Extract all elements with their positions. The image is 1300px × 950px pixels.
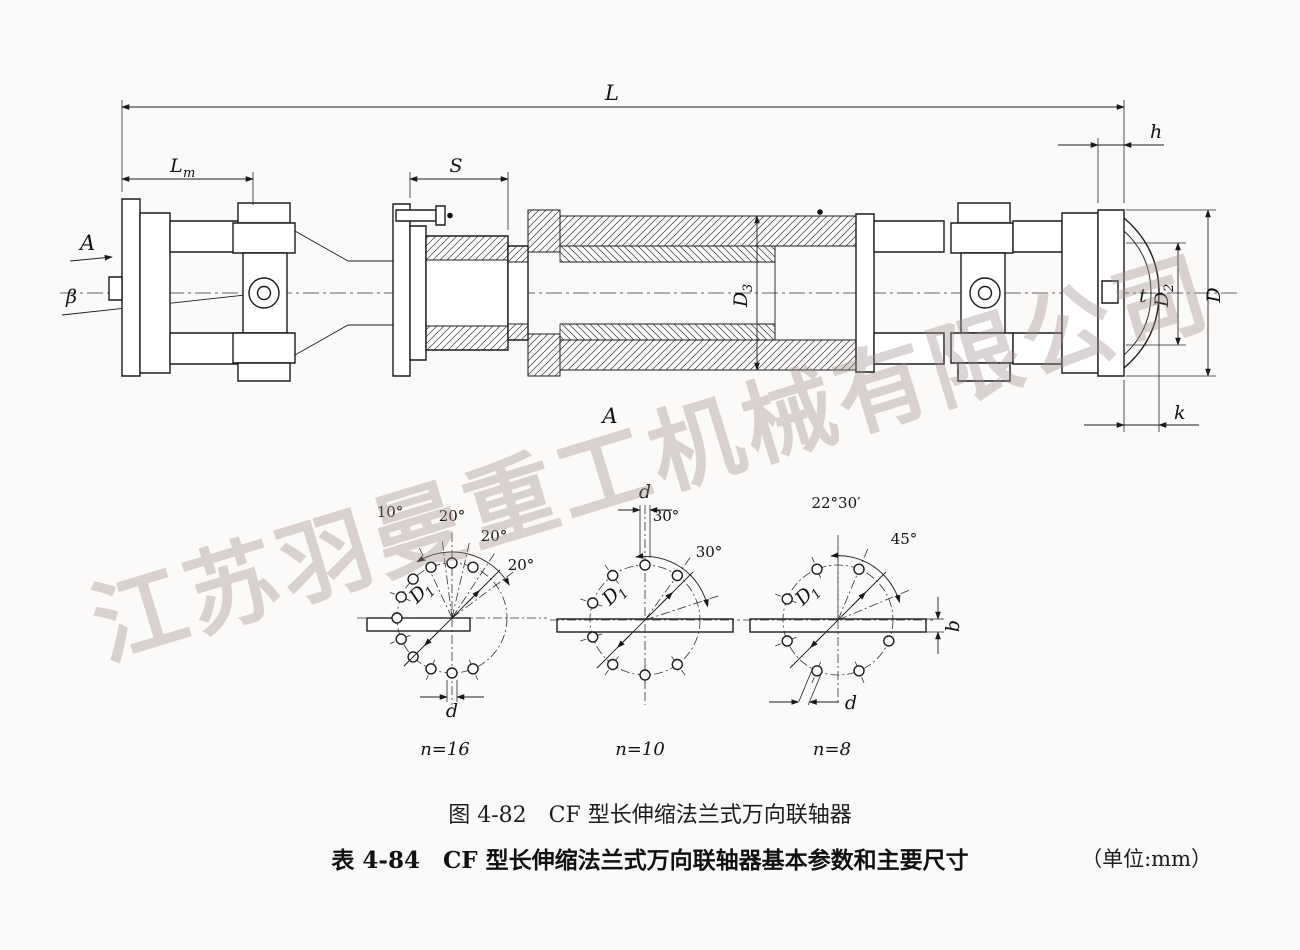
angle-label-beta: β xyxy=(65,286,77,308)
dim-label-D1: D 1 xyxy=(790,583,825,610)
svg-text:D: D xyxy=(1151,292,1173,308)
bolt-hole xyxy=(671,569,683,582)
bolt-hole xyxy=(446,667,458,679)
table-caption: 表 4-84 CF 型长伸缩法兰式万向联轴器基本参数和主要尺寸 xyxy=(331,847,969,874)
bolt-hole xyxy=(395,633,407,645)
hole-count-label: n=16 xyxy=(420,739,470,760)
svg-text:D: D xyxy=(730,292,752,308)
right-flange xyxy=(1012,209,1160,377)
shaft-transition xyxy=(294,230,393,356)
grease-fitting-dot xyxy=(817,209,823,215)
angle-label: 22°30′ xyxy=(811,494,861,512)
dimension-lines xyxy=(69,100,1216,432)
radial-fan-lines xyxy=(417,538,517,619)
bolt-hole xyxy=(781,635,793,647)
radial-fan-lines xyxy=(837,540,913,621)
right-yoke-tube-side xyxy=(855,213,945,373)
bolt-hole xyxy=(607,569,619,582)
bolt-hole xyxy=(467,663,479,675)
dim-label-d: d xyxy=(639,481,651,503)
section-label-A: A xyxy=(600,404,617,428)
bolt-hole xyxy=(639,559,651,571)
dim-D1-line xyxy=(789,571,887,669)
angle-label: 20° xyxy=(481,527,508,545)
dim-label-d: d xyxy=(845,692,857,714)
flange-edge-strip xyxy=(366,617,471,632)
table-caption-row: 表 4-84 CF 型长伸缩法兰式万向联轴器基本参数和主要尺寸 （单位:mm） xyxy=(0,841,1300,875)
bolt-hole xyxy=(425,663,437,675)
bolt-hole xyxy=(391,612,403,624)
bolt-hole xyxy=(811,563,823,575)
angle-label: 20° xyxy=(439,507,466,525)
bolt-hole xyxy=(407,573,419,585)
bolt-hole xyxy=(467,561,479,573)
bolt-hole xyxy=(446,557,458,569)
dim-label-S: S xyxy=(449,155,462,177)
journal-circle xyxy=(256,285,272,301)
outer-tube xyxy=(527,209,857,377)
dim-label-D: D xyxy=(1203,287,1225,303)
right-universal-joint xyxy=(950,202,1014,382)
unit-note: （单位:mm） xyxy=(1081,847,1212,871)
angle-dim-arc xyxy=(830,552,901,604)
flange-view-n16: D 1 d 10° 20° 20° 20° n=16 xyxy=(357,503,547,760)
svg-text:m: m xyxy=(183,166,195,181)
angle-label: 10° xyxy=(377,503,404,521)
main-assembly-view: L L m S h t k β A A D D 2 D 3 xyxy=(60,81,1240,432)
figure-caption: 图 4-82 CF 型长伸缩法兰式万向联轴器 xyxy=(448,803,852,828)
bolt-hole xyxy=(853,563,865,575)
dim-label-k: k xyxy=(1174,402,1186,424)
bolt-hole xyxy=(853,665,865,677)
hole-count-label: n=10 xyxy=(615,739,665,760)
left-flange xyxy=(108,198,141,377)
spline-shaft xyxy=(425,235,529,351)
bolt-hole xyxy=(425,561,437,573)
view-direction-arrow xyxy=(69,254,113,262)
bolt-hole xyxy=(395,591,407,603)
dim-label-Lm: L m xyxy=(169,155,195,181)
dished-end-cap xyxy=(1123,217,1160,369)
angle-label: 45° xyxy=(891,530,918,548)
bolt-hole xyxy=(607,658,619,671)
view-label-A: A xyxy=(78,231,95,255)
bolt-hole xyxy=(639,669,651,681)
flange-view-n10: D 1 d 30° 30° n=10 xyxy=(550,481,740,760)
dim-label-D3: D 3 xyxy=(730,284,756,308)
journal-circle xyxy=(977,285,993,301)
hole-count-label: n=8 xyxy=(813,739,851,760)
radial-fan-lines xyxy=(644,554,722,621)
grease-fitting-dot xyxy=(447,212,453,219)
bolt-hole xyxy=(587,597,599,609)
bolt-hole xyxy=(781,593,793,605)
flange-view-n8: D 1 b d 22°30′ 45° n=8 xyxy=(743,494,964,760)
angle-label: 30° xyxy=(696,543,723,561)
svg-text:D: D xyxy=(1203,287,1225,303)
dim-label-h: h xyxy=(1150,121,1162,143)
dim-label-D1: D 1 xyxy=(597,583,632,610)
svg-text:b: b xyxy=(942,620,964,632)
angle-dim-arc xyxy=(635,553,709,608)
bolt-hole xyxy=(671,658,683,671)
mid-flange-joint xyxy=(392,203,453,377)
bolt-hole xyxy=(883,635,895,647)
dim-label-d: d xyxy=(446,700,458,722)
angle-label: 30° xyxy=(653,507,680,525)
left-yoke xyxy=(139,212,243,374)
bolt-hole xyxy=(587,631,599,643)
dim-label-L: L xyxy=(604,81,619,105)
angle-dim-arc xyxy=(416,551,510,586)
angle-label: 20° xyxy=(508,556,535,574)
svg-text:L: L xyxy=(169,155,183,177)
bolt-hole xyxy=(811,665,823,677)
dim-D1-line xyxy=(403,569,501,667)
left-universal-joint xyxy=(232,202,296,382)
dim-label-t: t xyxy=(1139,285,1147,307)
dim-label-b: b xyxy=(942,620,964,632)
svg-text:3: 3 xyxy=(741,284,756,292)
dim-D1-line xyxy=(596,571,694,669)
dim-label-D2: D 2 xyxy=(1151,284,1177,308)
svg-text:2: 2 xyxy=(1162,284,1177,293)
